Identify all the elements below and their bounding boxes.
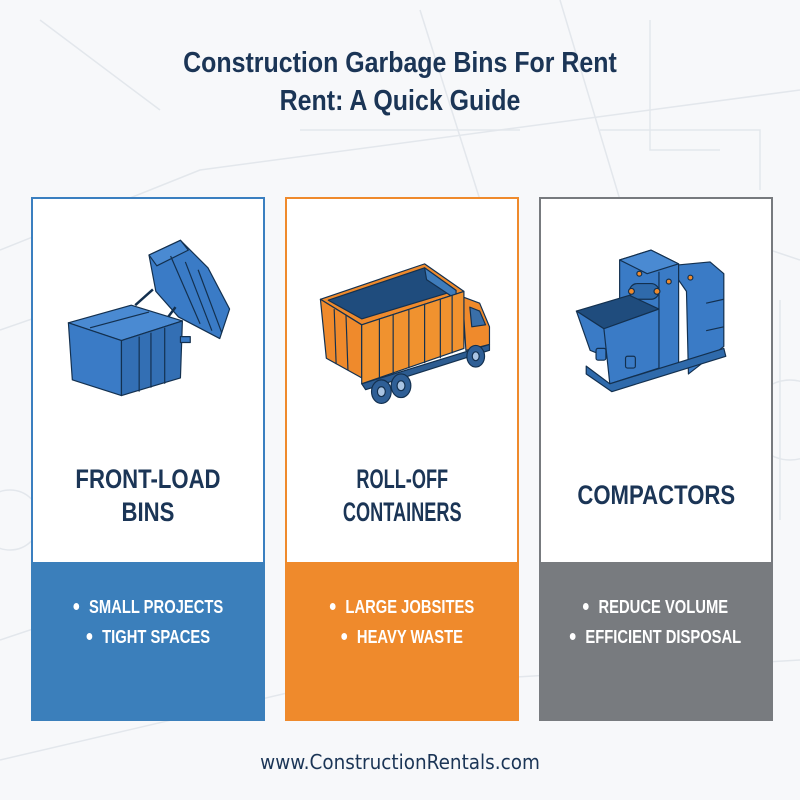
- title-line-2: Rent: A Quick Guide: [279, 85, 521, 117]
- front-load-bins-card: FRONT-LOAD BINS SMALL PROJECTS TIGHT SPA…: [31, 197, 265, 721]
- benefit-item: HEAVY WASTE: [285, 622, 519, 652]
- benefit-item: EFFICIENT DISPOSAL: [539, 622, 773, 652]
- bullet-icon: [329, 602, 336, 610]
- card-title: COMPACTORS: [577, 480, 735, 510]
- benefit-item: SMALL PROJECTS: [31, 592, 265, 622]
- benefit-item: TIGHT SPACES: [31, 622, 265, 652]
- roll-off-containers-card: ROLL-OFF CONTAINERS LARGE JOBSITES HEAVY…: [285, 197, 519, 721]
- bullet-icon: [570, 632, 577, 640]
- card-benefits: SMALL PROJECTS TIGHT SPACES: [31, 562, 265, 721]
- card-benefits: LARGE JOBSITES HEAVY WASTE: [285, 562, 519, 721]
- card-title: ROLL-OFF CONTAINERS: [342, 463, 462, 527]
- page-title: Construction Garbage Bins For Rent Rent:…: [56, 44, 744, 120]
- title-line-1: Construction Garbage Bins For Rent: [183, 47, 617, 79]
- bullet-icon: [73, 602, 79, 610]
- card-benefits: REDUCE VOLUME EFFICIENT DISPOSAL: [539, 562, 773, 721]
- front-load-bin-icon: [33, 199, 263, 429]
- bullet-icon: [86, 632, 92, 640]
- benefit-item: LARGE JOBSITES: [285, 592, 519, 622]
- bullet-icon: [583, 602, 590, 610]
- benefit-item: REDUCE VOLUME: [539, 592, 773, 622]
- bullet-icon: [341, 632, 347, 640]
- compactor-icon: [541, 199, 771, 429]
- card-title: FRONT-LOAD BINS: [75, 463, 221, 527]
- website-url[interactable]: www.ConstructionRentals.com: [260, 750, 540, 774]
- compactors-card: COMPACTORS REDUCE VOLUME EFFICIENT DISPO…: [539, 197, 773, 721]
- roll-off-truck-icon: [287, 199, 517, 429]
